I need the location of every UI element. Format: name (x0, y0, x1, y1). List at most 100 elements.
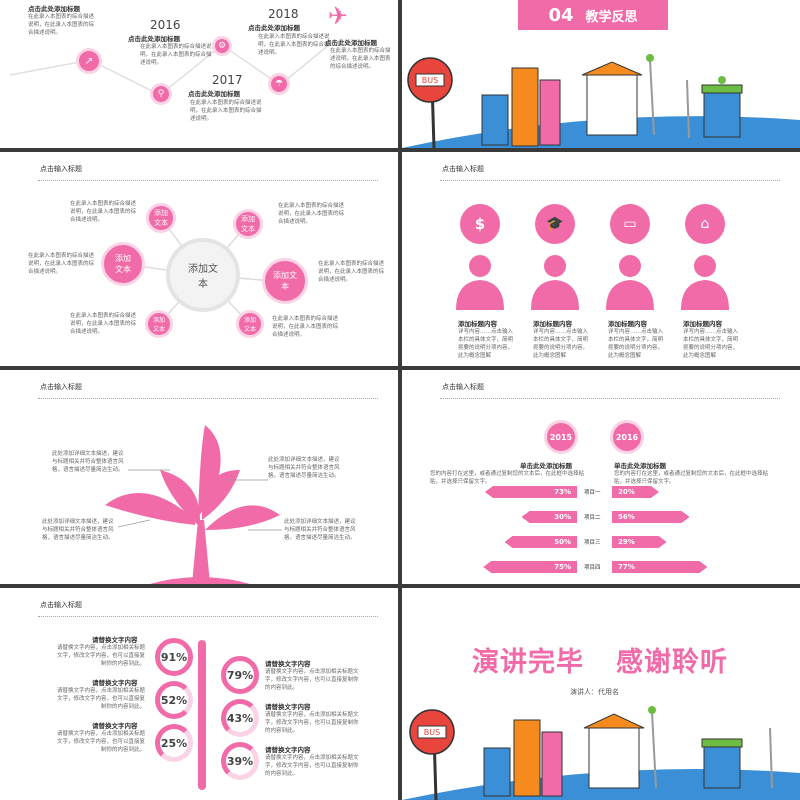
bar-label: 项目一 (584, 490, 601, 496)
timeline-year: 2017 (212, 73, 243, 87)
ring-item-title: 请替换文字内容 (265, 703, 311, 711)
slide-timeline[interactable]: 点击此处添加标题 在此录入本图表的综合描述说明，在此录入本图表的综合描述说明。 … (0, 0, 398, 148)
trend-icon: ↗ (76, 48, 102, 74)
year-badge: 2016 (610, 420, 644, 454)
card-desc: 详写内容……点击输入本栏的具体文字，简明扼要的说明分项内容，此为概念图解 (533, 329, 589, 359)
slide-thank-you[interactable]: 演讲完毕 感谢聆听 演讲人：代用名 BUS (402, 588, 800, 800)
umbrella-icon: ☂ (268, 73, 290, 95)
slide-heading: 点击输入标题 (40, 383, 82, 391)
card-desc: 详写内容……点击输入本栏的具体文字，简明扼要的说明分项内容，此为概念图解 (608, 329, 664, 359)
column-desc: 您的内容打在这里，或者通过复制您的文本后，在此框中选择粘贴，并选择只保留文字。 (430, 471, 585, 485)
ring-item-title: 请替换文字内容 (92, 722, 138, 730)
slide-plant-diagram[interactable]: 点击输入标题 此处添加详细文本描述，建议与标题相关并符合整体语言风格，语言描述尽… (0, 370, 398, 584)
plant-text: 此处添加详细文本描述，建议与标题相关并符合整体语言风格，语言描述尽量简洁生动。 (268, 457, 340, 479)
timeline-year: 2016 (150, 18, 181, 32)
bar-left: 73% (484, 486, 577, 498)
graduation-cap-icon: 🎓 (535, 204, 575, 244)
bar-right: 29% (612, 536, 667, 548)
search-icon: ⚲ (150, 83, 172, 105)
slide-heading: 点击输入标题 (40, 601, 82, 609)
column-title: 单击此处添加标题 (614, 462, 666, 470)
timeline-item-desc: 在此录入本图表的综合描述说明，在此录入本图表的综合描述说明。 (28, 14, 95, 36)
ring-item-title: 请替换文字内容 (92, 679, 138, 687)
slide-heading: 点击输入标题 (40, 165, 82, 173)
plant-illustration (105, 425, 282, 584)
timeline-item-desc: 在此录入本图表的综合描述说明，在此录入本图表的综合描述说明。 (140, 44, 212, 66)
monitor-icon: ▭ (610, 204, 650, 244)
timeline-item-title: 点击此处添加标题 (325, 39, 377, 47)
percent-value: 79% (226, 668, 254, 682)
plant-text: 此处添加详细文本描述，建议与标题相关并符合整体语言风格，语言描述尽量简洁生动。 (42, 519, 114, 541)
slide-heading: 点击输入标题 (442, 383, 484, 391)
radial-node: 添加文本 (145, 310, 173, 338)
closing-title-b: 感谢聆听 (616, 647, 728, 678)
radial-node: 添加文本 (101, 242, 145, 286)
ring-item-desc: 请替换文字内容，点击添加相关标题文字，修改文字内容，也可以直接复制你的内容到此。 (56, 731, 145, 753)
timeline-item-title: 点击此处添加标题 (248, 24, 300, 32)
year-badge: 2015 (544, 420, 578, 454)
slide-comparison-bars[interactable]: 点击输入标题 2015 2016 单击此处添加标题 您的内容打在这里，或者通过复… (402, 370, 800, 584)
radial-node: 添加文本 (233, 209, 263, 239)
ring-item-desc: 请替换文字内容，点击添加相关标题文字，修改文字内容，也可以直接复制你的内容到此。 (265, 755, 359, 777)
bar-left-value: 75% (554, 563, 571, 571)
center-node: 添加文本 (166, 238, 240, 312)
plant-text: 此处添加详细文本描述，建议与标题相关并符合整体语言风格，语言描述尽量简洁生动。 (52, 451, 124, 473)
node-desc: 在此录入本图表的综合描述说明，在此录入本图表的综合描述说明。 (28, 253, 95, 275)
bar-right-value: 56% (618, 513, 635, 521)
slide-heading: 点击输入标题 (442, 165, 484, 173)
percent-ring: 43% (221, 699, 259, 737)
column-desc: 您的内容打在这里，或者通过复制您的文本后，在此框中选择粘贴，并选择只保留文字。 (614, 471, 769, 485)
card-title: 添加标题内容 (683, 320, 722, 328)
percent-value: 52% (160, 693, 188, 707)
ring-item-title: 请替换文字内容 (92, 636, 138, 644)
section-banner: 04 教学反思 (518, 0, 668, 30)
slide-section-04[interactable]: 04 教学反思 BUS (402, 0, 800, 148)
bus-sign-text: BUS (422, 76, 438, 85)
bar-right-value: 29% (618, 538, 635, 546)
house-icon: ⌂ (685, 204, 725, 244)
ring-item-desc: 请替换文字内容，点击添加相关标题文字，修改文字内容，也可以直接复制你的内容到此。 (265, 669, 359, 691)
bar-left: 75% (483, 561, 577, 573)
presenter: 演讲人：代用名 (570, 688, 619, 696)
timeline-item-desc: 在此录入本图表的综合描述说明，在此录入本图表的综合描述说明。 (258, 34, 330, 56)
percent-value: 43% (226, 711, 254, 725)
percent-ring: 52% (155, 681, 193, 719)
divider (38, 398, 378, 399)
divider (38, 180, 378, 181)
dollar-icon: $ (460, 204, 500, 244)
percent-ring: 25% (155, 724, 193, 762)
timeline-item-title: 点击此处添加标题 (188, 90, 240, 98)
slide-radial-diagram[interactable]: 点击输入标题 添加文本 添加文本 添加文本 添加文本 添加文本 添加文本 添加文… (0, 152, 398, 366)
ring-item-desc: 请替换文字内容，点击添加相关标题文字，修改文字内容，也可以直接复制你的内容到此。 (265, 712, 359, 734)
section-number: 04 (548, 4, 574, 26)
timeline-item-desc: 在此录入本图表的综合描述说明，在此录入本图表的综合描述说明。 (330, 48, 391, 70)
center-spine (198, 640, 206, 790)
airplane-icon: ✈ (328, 2, 349, 30)
bar-right-value: 77% (618, 563, 635, 571)
percent-value: 39% (226, 754, 254, 768)
ring-item-title: 请替换文字内容 (265, 746, 311, 754)
bar-left: 50% (504, 536, 577, 548)
radial-node: 添加文本 (146, 203, 176, 233)
divider (38, 616, 378, 617)
card-desc: 详写内容……点击输入本栏的具体文字，简明扼要的说明分项内容，此为概念图解 (683, 329, 739, 359)
bar-right: 20% (612, 486, 659, 498)
person-silhouettes (456, 255, 729, 310)
bar-left-value: 30% (554, 513, 571, 521)
percent-ring: 79% (221, 656, 259, 694)
ring-item-title: 请替换文字内容 (265, 660, 311, 668)
bar-label: 项目二 (584, 515, 601, 521)
slide-percentage-rings[interactable]: 点击输入标题 91%请替换文字内容请替换文字内容，点击添加相关标题文字，修改文字… (0, 588, 398, 800)
plant-text: 此处添加详细文本描述，建议与标题相关并符合整体语言风格，语言描述尽量简洁生动。 (284, 519, 356, 541)
bar-label: 项目四 (584, 565, 601, 571)
percent-ring: 39% (221, 742, 259, 780)
column-title: 单击此处添加标题 (520, 462, 572, 470)
bar-right-value: 20% (618, 488, 635, 496)
radial-node: 添加文本 (236, 310, 264, 338)
bar-right: 56% (612, 511, 690, 523)
percent-value: 25% (160, 736, 188, 750)
slide-four-persons[interactable]: 点击输入标题 $ 🎓 ▭ ⌂ 添加标题内容 详写内容……点击输入本栏的具体文字，… (402, 152, 800, 366)
section-title: 教学反思 (585, 9, 638, 25)
percent-value: 91% (160, 650, 188, 664)
bar-left: 30% (521, 511, 577, 523)
